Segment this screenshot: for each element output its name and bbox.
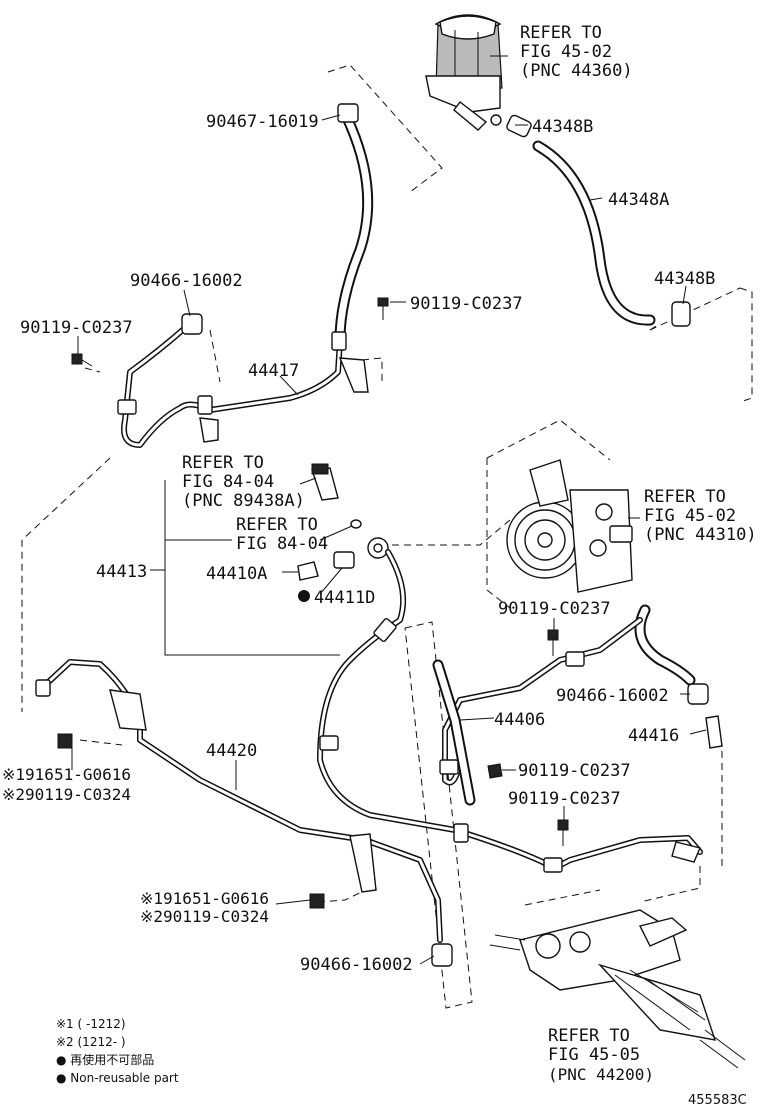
refer-reservoir-line3: (PNC 44360) <box>520 61 633 81</box>
hose-44348a <box>532 140 656 326</box>
reservoir-tank <box>425 14 503 131</box>
clamp-44348b-top <box>506 114 532 138</box>
label-44348b-top: 44348B <box>532 117 593 137</box>
label-90119-c0237-c: 90119-C0237 <box>498 599 611 619</box>
figure-code: 455583C <box>688 1093 747 1108</box>
label-44411d: 44411D <box>314 588 375 608</box>
bolt-90119-c0237-c <box>547 629 559 656</box>
bolt-90119-c0237-e <box>557 819 569 846</box>
refer-reservoir-line1: REFER TO <box>520 23 602 43</box>
note-mark2: ※2 (1212- ) <box>56 1035 126 1049</box>
label-44416: 44416 <box>628 726 679 746</box>
bolt-90119-c0237-b <box>71 353 93 367</box>
clamp-90466-16002-mid <box>687 683 709 705</box>
bolt-mark1-b <box>309 893 325 909</box>
label-44406: 44406 <box>494 710 545 730</box>
clamp-44348b-mid <box>671 301 691 327</box>
refer-fig84b-line1: REFER TO <box>236 515 318 535</box>
part-labels: REFER TO FIG 45-02 (PNC 44360) 90467-160… <box>2 23 757 1084</box>
label-44348a: 44348A <box>608 190 669 210</box>
pipe-44417 <box>117 325 369 448</box>
union-fitting <box>367 537 389 559</box>
footnotes: ※1 ( -1212) ※2 (1212- ) ● 再使用不可部品 ● Non-… <box>56 1017 747 1108</box>
label-90119-c0237-a: 90119-C0237 <box>410 294 523 314</box>
power-steering-pump <box>506 459 633 593</box>
label-90466-16002-top: 90466-16002 <box>130 271 243 291</box>
label-mark2-90119-c0324-a: ※290119-C0324 <box>2 785 131 804</box>
pressure-switch <box>311 463 339 501</box>
refer-pump-line2: FIG 45-02 <box>644 506 736 526</box>
label-90467-16019: 90467-16019 <box>206 112 319 132</box>
bolt-90119-c0237-a <box>377 297 389 320</box>
hose-upper <box>334 114 374 346</box>
union-bolt-44410a <box>297 561 319 581</box>
gasket-ring <box>350 519 362 529</box>
label-mark1-91651-g0616-b: ※191651-G0616 <box>140 889 269 908</box>
refer-reservoir-line2: FIG 45-02 <box>520 42 612 62</box>
refer-gear-line1: REFER TO <box>548 1026 630 1046</box>
hose-44406-return <box>634 604 696 686</box>
refer-fig84a-line2: FIG 84-04 <box>182 472 274 492</box>
label-44410a: 44410A <box>206 564 267 584</box>
label-90119-c0237-e: 90119-C0237 <box>508 789 621 809</box>
label-44417: 44417 <box>248 361 299 381</box>
refer-pump-line3: (PNC 44310) <box>644 525 757 545</box>
label-44420: 44420 <box>206 741 257 761</box>
refer-pump-line1: REFER TO <box>644 487 726 507</box>
label-90119-c0237-b: 90119-C0237 <box>20 318 133 338</box>
note-non-reusable-jp: ● 再使用不可部品 <box>56 1052 154 1067</box>
gasket-44411d <box>333 551 355 569</box>
pipe-44413 <box>317 549 703 873</box>
refer-gear-line2: FIG 45-05 <box>548 1045 640 1065</box>
non-reusable-dot <box>298 590 310 602</box>
label-90466-16002-mid: 90466-16002 <box>556 686 669 706</box>
refer-fig84a-line3: (PNC 89438A) <box>182 491 305 511</box>
label-44348b-mid: 44348B <box>654 269 715 289</box>
label-mark1-91651-g0616-a: ※191651-G0616 <box>2 765 131 784</box>
pipe-44406 <box>432 617 643 806</box>
steering-gear <box>489 909 746 1069</box>
refer-gear-line3: (PNC 44200) <box>548 1065 654 1084</box>
refer-fig84a-line1: REFER TO <box>182 453 264 473</box>
leader-lines <box>71 55 707 965</box>
bolt-mark1-a <box>57 733 73 749</box>
refer-fig84b-line2: FIG 84-04 <box>236 534 328 554</box>
clamp-90467-16019 <box>337 103 359 123</box>
clamp-90466-16002-bot <box>431 943 453 967</box>
label-90466-16002-bot: 90466-16002 <box>300 955 413 975</box>
note-mark1: ※1 ( -1212) <box>56 1017 126 1031</box>
label-90119-c0237-d: 90119-C0237 <box>518 761 631 781</box>
bolt-90119-c0237-d <box>487 763 503 779</box>
label-44413: 44413 <box>96 562 147 582</box>
note-non-reusable-en: ● Non-reusable part <box>56 1071 179 1085</box>
label-mark2-90119-c0324-b: ※290119-C0324 <box>140 907 269 926</box>
clamp-90466-16002-top <box>181 313 203 335</box>
pipe-44420 <box>35 659 443 943</box>
dashed-boundaries <box>21 64 753 1009</box>
fitting-44416 <box>705 715 723 749</box>
